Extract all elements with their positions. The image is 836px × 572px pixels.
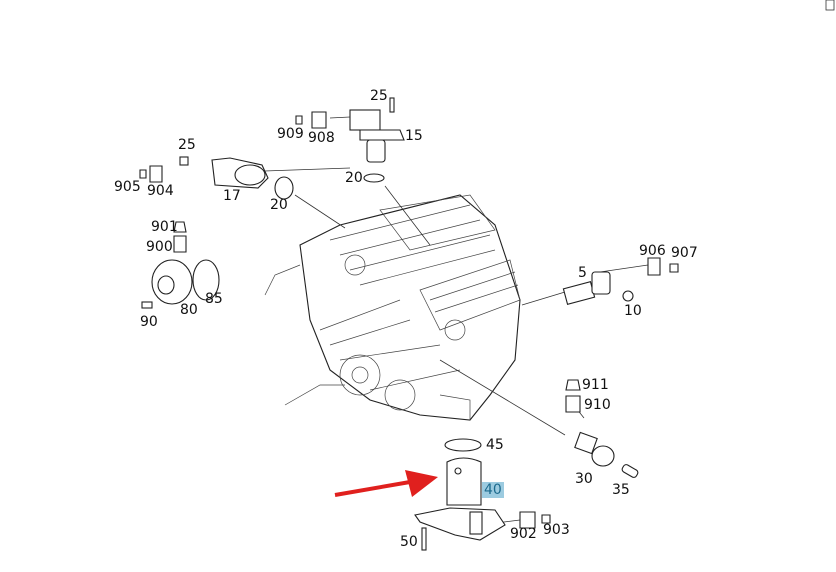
label-904: 904 — [147, 183, 174, 199]
label-85: 85 — [205, 291, 223, 307]
label-910: 910 — [584, 397, 611, 413]
label-80: 80 — [180, 302, 198, 318]
label-15: 15 — [405, 128, 423, 144]
label-40-highlighted: 40 — [482, 482, 504, 498]
label-30: 30 — [575, 471, 593, 487]
label-45: 45 — [486, 437, 504, 453]
part-30-sensor — [574, 431, 639, 478]
label-20: 20 — [270, 197, 288, 213]
label-909: 909 — [277, 126, 304, 142]
label-50: 50 — [400, 534, 418, 550]
label-17: 17 — [223, 188, 241, 204]
engine-illustration — [264, 194, 521, 421]
label-903: 903 — [543, 522, 570, 538]
part-15-camshaft-sensor — [349, 97, 405, 183]
label-90: 90 — [140, 314, 158, 330]
label-35: 35 — [612, 482, 630, 498]
label-907: 907 — [671, 245, 698, 261]
label-25: 25 — [178, 137, 196, 153]
corner-icon — [825, 0, 835, 11]
part-40-filter — [414, 438, 506, 551]
label-911: 911 — [582, 377, 609, 393]
label-908: 908 — [308, 130, 335, 146]
label-905: 905 — [114, 179, 141, 195]
label-900: 900 — [146, 239, 173, 255]
label-901: 901 — [151, 219, 178, 235]
part-17-sensor — [179, 156, 294, 200]
label-25: 25 — [370, 88, 388, 104]
label-5: 5 — [578, 265, 587, 281]
red-arrow-pointer — [334, 470, 438, 497]
label-20: 20 — [345, 170, 363, 186]
label-10: 10 — [624, 303, 642, 319]
part-80-pump — [141, 259, 220, 309]
label-902: 902 — [510, 526, 537, 542]
connectors — [139, 111, 679, 529]
part-5-sensor — [562, 271, 634, 306]
label-906: 906 — [639, 243, 666, 259]
